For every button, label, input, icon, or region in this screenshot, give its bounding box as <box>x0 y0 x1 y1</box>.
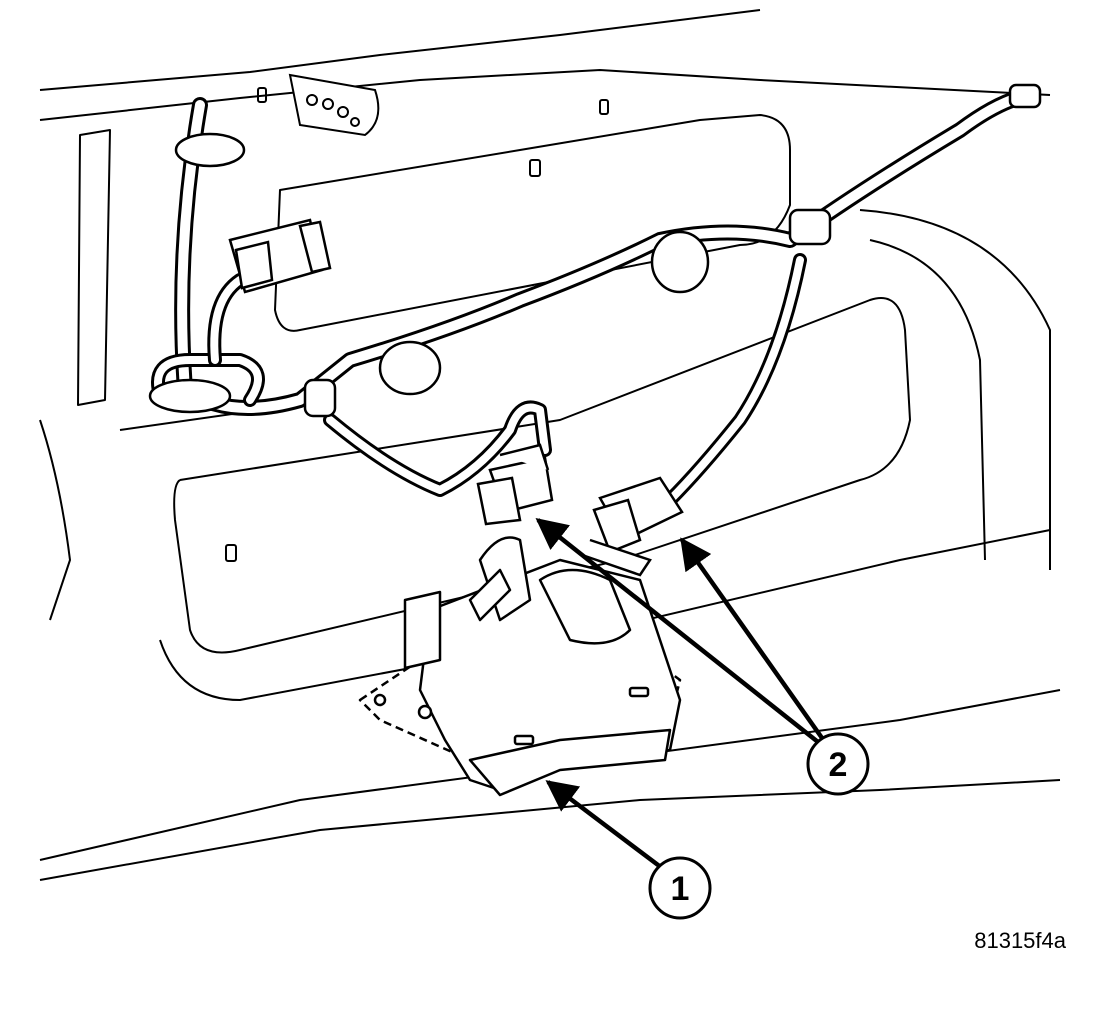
latch-bolt <box>373 693 387 707</box>
clip-ring <box>650 230 710 294</box>
callout-1: 1 <box>648 856 712 920</box>
panel-lower-recess <box>173 297 911 654</box>
latch-motor <box>538 568 632 645</box>
harness-branch-left-inner <box>326 403 549 494</box>
figure-id: 81315f4a <box>974 928 1066 953</box>
clip-ring <box>378 340 442 396</box>
harness-branch-right-outline <box>663 253 807 507</box>
panel-lower-sweep <box>159 529 1051 701</box>
clip-ring <box>148 378 232 414</box>
wiring-harness <box>151 87 1038 507</box>
leader-arrows <box>535 518 824 870</box>
panel-cutouts <box>225 87 609 562</box>
panel-top-edge <box>39 9 761 91</box>
latch-side-connector <box>476 443 554 526</box>
harness-side-connector <box>584 476 684 577</box>
leader-line-2b <box>680 537 824 740</box>
panel-bottom-edge-2 <box>39 779 1061 881</box>
clip-sleeve <box>1008 83 1042 109</box>
latch-bolt <box>417 704 433 720</box>
harness-branch-right-inner <box>666 256 804 504</box>
panel-right-inner <box>869 239 986 561</box>
latch-bracket-left <box>403 590 442 670</box>
panel-left-edge <box>39 419 71 621</box>
harness-clips <box>148 83 1042 418</box>
harness-left-branch-inner <box>210 276 244 364</box>
callout-2: 2 <box>806 732 870 796</box>
leader-line-1 <box>545 780 664 870</box>
clip-sleeve <box>788 208 832 246</box>
latch-slot <box>628 686 650 698</box>
callout-2-label: 2 <box>829 746 848 784</box>
panel-right-wall <box>859 209 1051 570</box>
callout-1-label: 1 <box>671 870 690 908</box>
panel-left-pillar <box>77 129 111 406</box>
upper-harness-connector <box>228 218 332 294</box>
latch-housing-front <box>468 728 672 797</box>
leader-line-2a <box>535 518 820 744</box>
cutout-square <box>529 159 541 177</box>
cutout-square <box>225 544 237 562</box>
liftgate-latch-assembly <box>358 536 682 797</box>
hinge-bracket <box>288 73 380 137</box>
clip-ring <box>174 132 246 168</box>
clip-sleeve <box>303 378 337 418</box>
cutout-square <box>599 99 609 115</box>
harness-loop-inner <box>154 356 262 404</box>
cutout-square <box>257 87 267 103</box>
latch-slot <box>513 734 535 746</box>
latch-pin <box>468 568 512 622</box>
